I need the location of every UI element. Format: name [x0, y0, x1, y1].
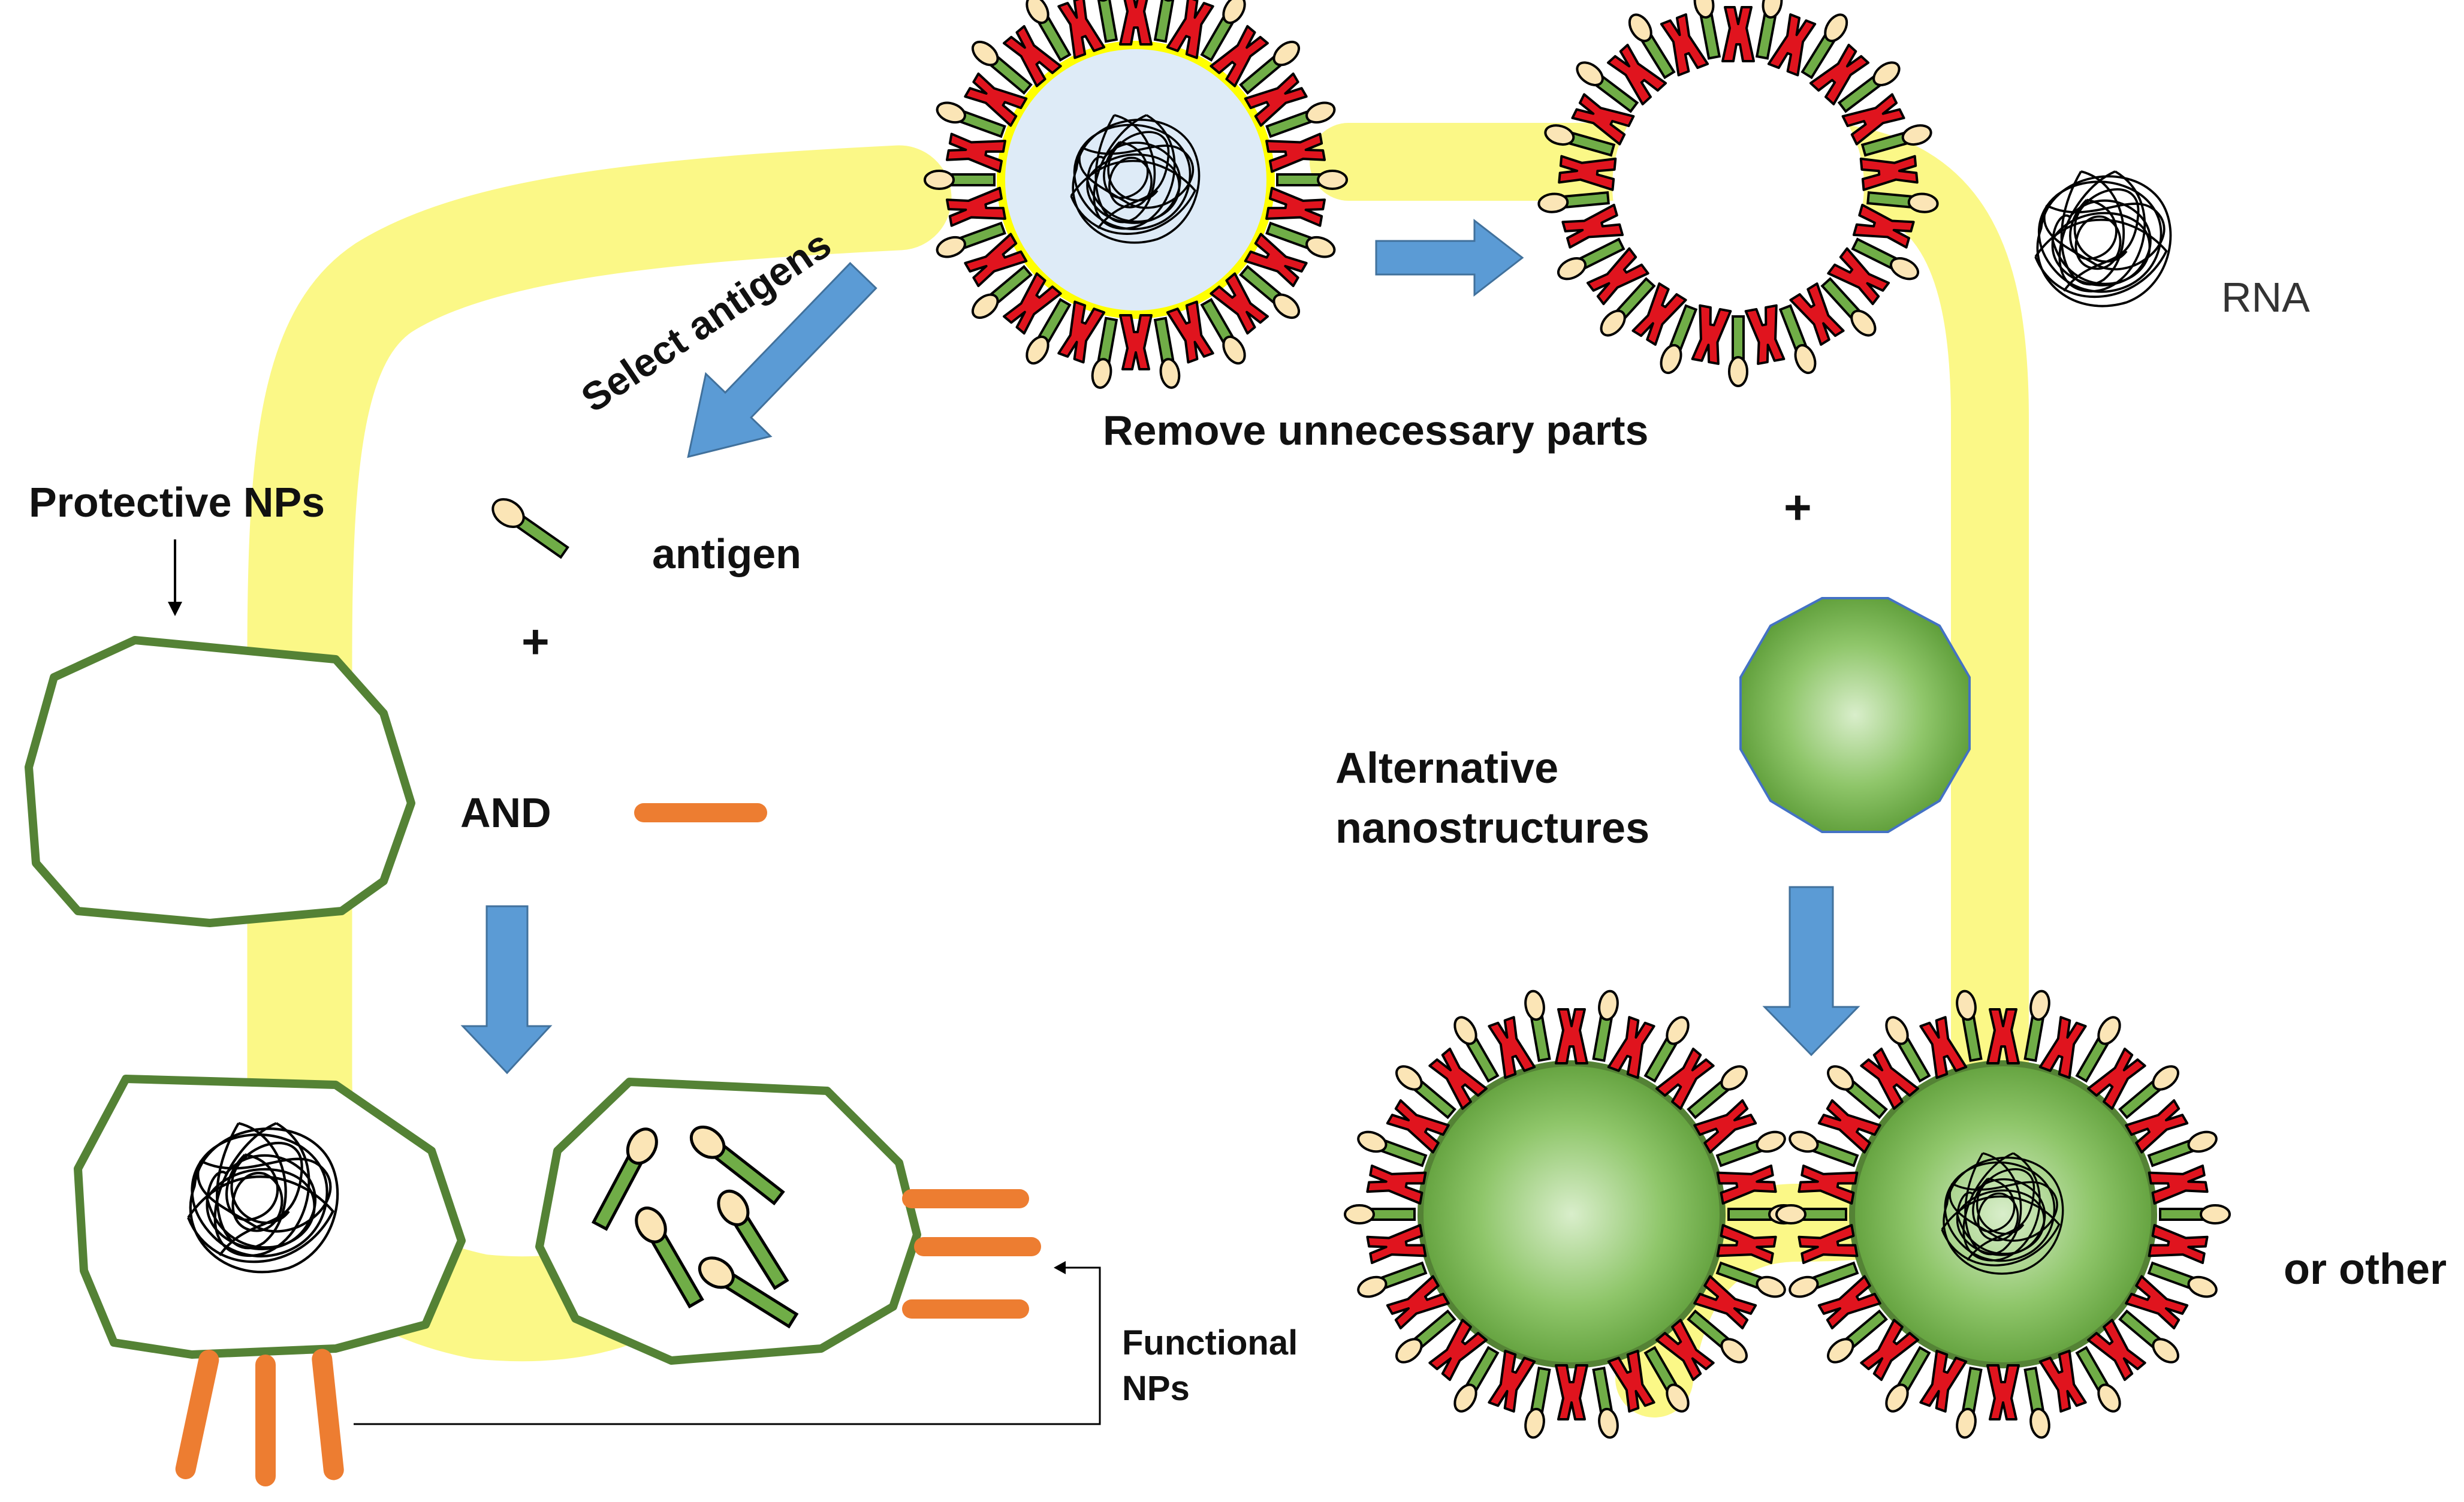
antigen-icon [491, 498, 569, 559]
surface-antigen [1276, 170, 1348, 190]
arrow-down-right [1762, 886, 1860, 1057]
decorated-particle-empty [1344, 988, 1799, 1440]
surface-antigen [1344, 1204, 1416, 1224]
plus-right: + [1784, 481, 1812, 534]
surface-spike [945, 186, 1006, 230]
surface-spike [1555, 1008, 1588, 1064]
surface-spike [1688, 304, 1732, 366]
functional-label-line1: Functional [1122, 1323, 1298, 1362]
alternative-nanostructure [1739, 597, 1971, 833]
np-rod [312, 1349, 344, 1480]
surface-antigen [1953, 1366, 1986, 1440]
remove-parts-label: Remove unnecessary parts [1103, 407, 1648, 454]
surface-antigen [2159, 1204, 2231, 1224]
arrow-select [687, 262, 877, 459]
plus-left: + [521, 615, 550, 668]
protective-np-rna [74, 1075, 466, 1486]
surface-spike [1555, 1364, 1588, 1420]
surface-spike [1119, 0, 1153, 46]
surface-antigen [1522, 988, 1555, 1063]
surface-spike [1365, 1162, 1427, 1205]
functional-pointer [354, 1266, 1101, 1425]
surface-antigen [2020, 1366, 2053, 1440]
surface-antigen [924, 170, 996, 190]
np-rod [902, 1189, 1029, 1208]
alternative-label-line1: Alternative [1335, 744, 1558, 792]
alternative-label-line2: nanostructures [1335, 804, 1649, 852]
surface-spike [1265, 186, 1326, 230]
protective-nps-label: Protective NPs [29, 479, 325, 526]
surface-antigen [1728, 315, 1748, 387]
rna-label: RNA [2221, 274, 2310, 321]
functional-label-line2: NPs [1122, 1369, 1190, 1408]
np-rod [175, 1350, 219, 1479]
virus-full [924, 0, 1348, 391]
surface-spike [1721, 6, 1755, 62]
rna-separated [2034, 170, 2172, 307]
virus-shell [1537, 0, 1940, 387]
surface-antigen [1522, 1366, 1555, 1440]
surface-spike [1986, 1364, 2020, 1420]
arrow-remove [1375, 218, 1524, 297]
surface-antigen [1588, 1366, 1621, 1440]
or-other-label: or other [2284, 1245, 2447, 1293]
and-rod [634, 803, 767, 822]
arrow-down-left [460, 905, 553, 1075]
np-rod [914, 1237, 1041, 1256]
surface-spike [2148, 1224, 2209, 1266]
surface-spike [2148, 1162, 2209, 1205]
surface-spike [1119, 314, 1153, 370]
surface-spike [1744, 304, 1788, 366]
surface-antigen [1588, 988, 1621, 1063]
surface-antigen [1775, 1204, 1847, 1224]
np-rod [255, 1355, 276, 1486]
antigen-label: antigen [652, 530, 801, 577]
np-rod [902, 1299, 1029, 1319]
surface-spike [945, 130, 1006, 173]
protective-np-antigens [535, 1078, 1041, 1365]
and-label: AND [460, 789, 551, 836]
surface-spike [1365, 1224, 1427, 1266]
protective-np-empty [25, 636, 415, 927]
decorated-particle-rna [1775, 988, 2231, 1440]
